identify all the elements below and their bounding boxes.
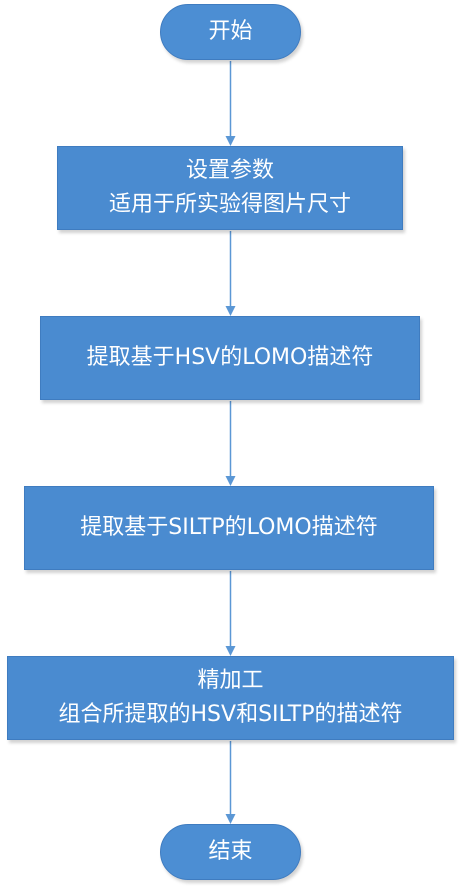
start-node: 开始 (160, 4, 301, 60)
step1-line1: 设置参数 (185, 158, 274, 183)
step4-line1: 精加工 (197, 668, 264, 693)
step2-line1: 提取基于HSV的LOMO描述符 (86, 345, 374, 370)
end-node: 结束 (160, 824, 301, 880)
step1-line2: 适用于所实验得图片尺寸 (108, 192, 351, 217)
start-label: 开始 (208, 19, 253, 44)
step3-line1: 提取基于SILTP的LOMO描述符 (80, 515, 378, 540)
step4-line2: 组合所提取的HSV和SILTP的描述符 (58, 702, 403, 727)
step-extract-hsv-lomo: 提取基于HSV的LOMO描述符 (40, 316, 420, 400)
end-label: 结束 (208, 839, 253, 864)
step-extract-siltp-lomo: 提取基于SILTP的LOMO描述符 (24, 486, 434, 570)
step-set-parameters: 设置参数 适用于所实验得图片尺寸 (57, 146, 403, 230)
step-refine-combine: 精加工 组合所提取的HSV和SILTP的描述符 (7, 656, 454, 740)
